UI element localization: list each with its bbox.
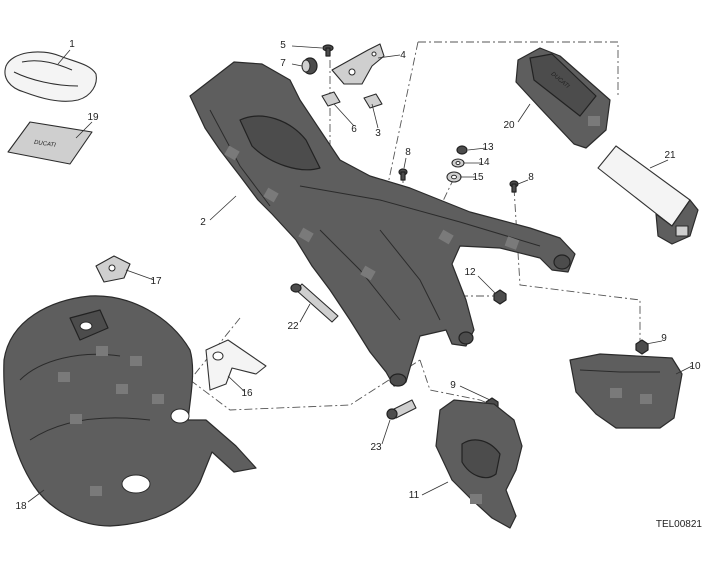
- leader-line-10: [675, 365, 693, 375]
- part-number-label: 9: [661, 333, 667, 344]
- part-number-label: 17: [150, 276, 162, 287]
- part-sticker: DUCATI: [7, 121, 93, 165]
- part-number-label: 22: [287, 321, 299, 332]
- leader-line-6: [333, 103, 355, 127]
- leader-line-8: [517, 179, 529, 185]
- part-number-label: 3: [375, 128, 381, 139]
- leader-line-18: [27, 489, 45, 503]
- part-number-label: 9: [450, 380, 456, 391]
- part-bracket: [331, 43, 385, 85]
- leader-line-22: [299, 303, 311, 323]
- part-spacer-plate: [205, 339, 267, 391]
- part-number-label: 12: [464, 267, 476, 278]
- sticker-logo-text: DUCATI: [34, 140, 57, 149]
- part-number-label: 4: [400, 50, 406, 61]
- part-number-label: 19: [87, 112, 99, 123]
- leader-line-20: [517, 103, 531, 123]
- leader-line-1: [57, 49, 71, 65]
- part-clip-17: [95, 255, 131, 283]
- part-right-cover: [569, 353, 683, 429]
- part-short-bolt: [386, 399, 417, 420]
- part-clip-3: [363, 93, 383, 109]
- part-number-label: 23: [370, 442, 382, 453]
- part-number-label: 5: [280, 40, 286, 51]
- part-number-label: 10: [689, 361, 701, 372]
- part-number-label: 1: [69, 39, 75, 50]
- leader-line-23: [381, 419, 391, 445]
- part-washer-14: [451, 158, 465, 168]
- leader-line-5: [291, 45, 323, 49]
- part-screw-8b: [509, 180, 519, 193]
- part-number-label: 13: [482, 142, 494, 153]
- part-seat-pad: [4, 51, 97, 102]
- leader-line-9: [645, 340, 663, 345]
- part-number-label: 16: [241, 388, 253, 399]
- part-clip-6: [321, 91, 341, 107]
- leader-line-9: [459, 385, 491, 401]
- part-screw-5: [322, 44, 334, 57]
- part-subframe: [189, 61, 576, 387]
- part-number-label: 18: [15, 501, 27, 512]
- part-nut-12: [493, 289, 507, 305]
- part-long-bolt: [290, 283, 339, 323]
- leader-line-17: [125, 269, 155, 281]
- part-number-label: 8: [405, 147, 411, 158]
- part-left-cover: [435, 399, 523, 529]
- part-number-label: 21: [664, 150, 676, 161]
- part-number-label: 11: [409, 490, 420, 501]
- leader-line-19: [75, 121, 93, 139]
- part-number-label: 14: [478, 157, 490, 168]
- leader-line-13: [467, 147, 487, 151]
- leader-line-4: [377, 54, 401, 59]
- part-rear-mudguard: [3, 295, 257, 527]
- part-screw-8a: [398, 168, 408, 181]
- leader-line-2: [209, 195, 237, 221]
- leader-line-21: [649, 159, 669, 169]
- part-screw-9a: [635, 339, 649, 355]
- part-number-label: 6: [351, 124, 357, 135]
- leader-line-12: [477, 275, 497, 295]
- part-rubber-7: [301, 57, 318, 75]
- part-number-label: 7: [280, 58, 286, 69]
- reference-code: TEL00821: [656, 519, 703, 530]
- part-grab-handle: DUCATI: [515, 47, 611, 149]
- part-number-label: 15: [472, 172, 484, 183]
- leader-line-8: [403, 157, 407, 169]
- part-nut-13: [456, 145, 468, 155]
- leader-line-3: [371, 103, 379, 129]
- part-number-label: 2: [200, 217, 206, 228]
- leader-line-11: [421, 481, 449, 496]
- part-number-label: 20: [503, 120, 515, 131]
- part-tail-cover: [597, 145, 699, 245]
- leader-line-16: [227, 375, 246, 393]
- part-washer-15: [446, 171, 462, 183]
- part-number-label: 8: [528, 172, 534, 183]
- leader-line-7: [291, 63, 303, 67]
